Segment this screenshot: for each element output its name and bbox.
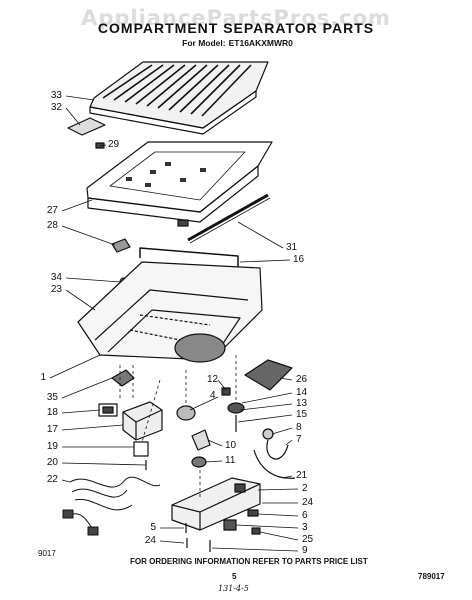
lower-bracket (133, 441, 149, 457)
callout-24-right: 24 (302, 497, 314, 508)
callout-12: 12 (207, 374, 219, 385)
model-label: For Model: (182, 38, 226, 48)
callout-6: 6 (302, 510, 308, 521)
latch (111, 369, 135, 387)
sensor (262, 428, 274, 440)
bushing (227, 402, 245, 414)
callout-22: 22 (46, 474, 58, 485)
callout-20: 20 (46, 457, 58, 468)
callout-13: 13 (296, 398, 308, 409)
watermark: AppliancePartsPros.com (81, 6, 391, 30)
callout-2: 2 (302, 483, 308, 494)
callout-24-left: 24 (144, 535, 156, 546)
callout-8: 8 (296, 422, 302, 433)
callout-15: 15 (296, 409, 308, 420)
callout-25: 25 (302, 534, 314, 545)
callout-3: 3 (302, 522, 308, 533)
damper-knob (191, 456, 207, 468)
grille-panel (89, 61, 269, 135)
base-housing (171, 477, 261, 531)
model-line: For Model:ET16AKXMWR0 (0, 38, 472, 48)
sensor-lead (266, 439, 289, 460)
connector-25 (251, 527, 261, 535)
switch-3 (223, 519, 237, 531)
fan-motor-mount (176, 405, 196, 421)
diagram-title: COMPARTMENT SEPARATOR PARTS (97, 20, 375, 36)
callout-4: 4 (210, 390, 216, 401)
callout-10: 10 (225, 440, 237, 451)
separator-housing (77, 261, 263, 363)
label-card (67, 117, 106, 136)
gasket-pad (111, 238, 131, 253)
drawing-code: 9017 (38, 549, 56, 558)
callout-17: 17 (46, 424, 58, 435)
leader-lines (49, 95, 299, 552)
callout-11: 11 (225, 455, 236, 466)
callout-26: 26 (296, 374, 308, 385)
callout-5: 5 (150, 522, 156, 533)
damper-part (191, 429, 211, 451)
model-number: ET16AKXMWR0 (228, 38, 293, 48)
thermistor-wire (253, 449, 296, 479)
callout-16: 16 (293, 254, 305, 265)
callout-35: 35 (46, 392, 58, 403)
callout-1: 1 (40, 372, 46, 383)
callout-32: 32 (50, 102, 62, 113)
callout-27: 27 (46, 205, 58, 216)
explosion-lines (119, 355, 237, 500)
control-housing (122, 401, 163, 441)
callout-34: 34 (50, 272, 62, 283)
seal-strip (187, 193, 271, 244)
wire-harness (62, 476, 161, 536)
motor-clip (221, 387, 231, 396)
callout-18: 18 (46, 407, 58, 418)
callout-9: 9 (302, 545, 308, 556)
page-number: 5 (232, 572, 237, 581)
callout-7: 7 (296, 434, 302, 445)
callout-28: 28 (46, 220, 58, 231)
foam-pad (244, 359, 293, 391)
callout-31: 31 (286, 242, 298, 253)
callout-23: 23 (50, 284, 62, 295)
callout-21: 21 (296, 470, 308, 481)
switch-6 (247, 509, 259, 517)
handwritten-note: 131-4-5 (218, 584, 249, 593)
callout-19: 19 (46, 441, 58, 452)
document-number: 789017 (418, 572, 445, 581)
callout-14: 14 (296, 387, 308, 398)
callout-29: 29 (108, 139, 120, 150)
ordering-note: FOR ORDERING INFORMATION REFER TO PARTS … (130, 557, 368, 566)
callout-33: 33 (50, 90, 62, 101)
separator-tray (86, 141, 273, 227)
